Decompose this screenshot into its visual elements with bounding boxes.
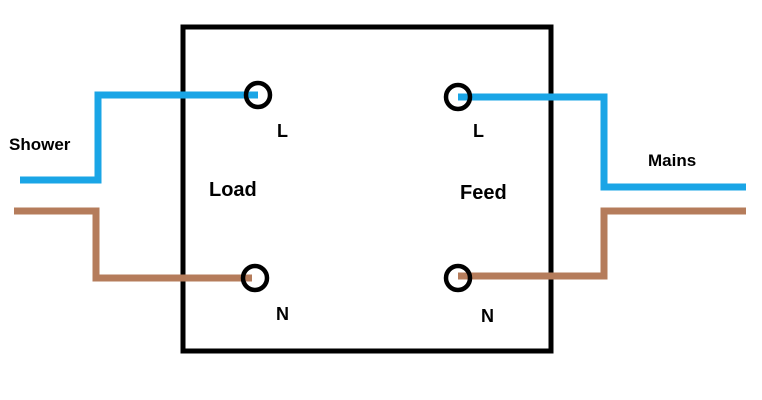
load-live-terminal <box>243 80 273 110</box>
switch-enclosure <box>180 24 554 354</box>
load-label: Load <box>209 179 257 201</box>
shower-live-wire <box>20 91 258 184</box>
feed-live-label: L <box>473 121 484 141</box>
feed-live-terminal <box>443 82 473 112</box>
feed-label: Feed <box>460 182 507 204</box>
shower-neutral-wire <box>14 207 252 282</box>
load-live-label: L <box>277 121 288 141</box>
load-neutral-label: N <box>276 304 289 324</box>
feed-neutral-label: N <box>481 306 494 326</box>
mains-live-wire <box>458 93 746 191</box>
feed-neutral-terminal <box>443 263 473 293</box>
mains-label: Mains <box>648 151 696 170</box>
load-neutral-terminal <box>240 263 270 293</box>
mains-neutral-wire <box>458 207 746 280</box>
shower-label: Shower <box>9 135 71 154</box>
